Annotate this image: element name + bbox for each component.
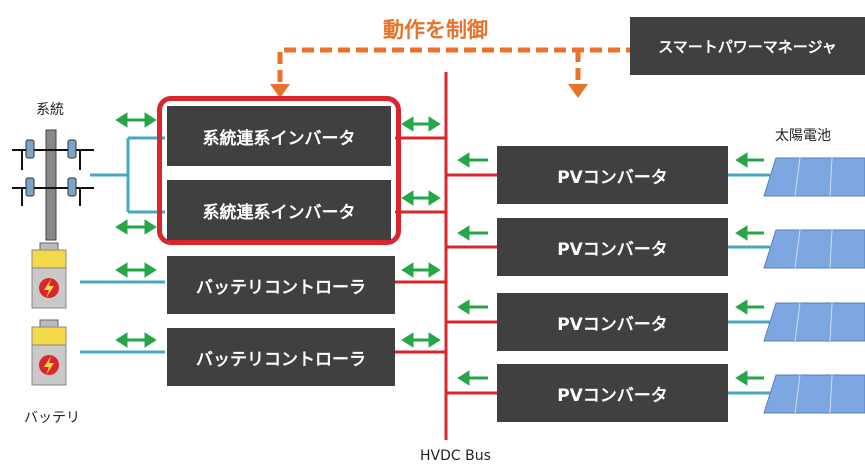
battery-controller: バッテリコントローラ xyxy=(167,328,395,386)
left-arrow xyxy=(735,152,764,168)
battery-icon xyxy=(31,242,67,309)
pv-converter: PVコンバータ xyxy=(497,146,728,204)
solar-panel-icon xyxy=(763,157,865,197)
bidirectional-arrow xyxy=(115,332,157,348)
left-arrow xyxy=(735,299,764,315)
battery-controller: バッテリコントローラ xyxy=(167,256,395,314)
grid-label: 系統 xyxy=(36,102,64,118)
solar-label: 太陽電池 xyxy=(775,128,831,144)
solar-panel-icon xyxy=(763,374,865,414)
left-arrow xyxy=(735,370,764,386)
flow-arrows xyxy=(115,112,764,386)
inverter-highlight-frame xyxy=(157,96,401,245)
source-wires xyxy=(80,136,770,395)
hvdc-bus-label: HVDC Bus xyxy=(420,448,491,464)
bidirectional-arrow xyxy=(401,116,441,132)
bidirectional-arrow xyxy=(115,262,157,278)
grid-tie-inverter: 系統連系インバータ xyxy=(167,180,391,240)
left-arrow xyxy=(457,152,488,168)
bidirectional-arrow xyxy=(115,219,157,235)
grid-tie-inverter: 系統連系インバータ xyxy=(167,106,391,166)
battery-icon xyxy=(31,319,67,386)
left-arrow xyxy=(735,225,764,241)
battery-label: バッテリ xyxy=(24,410,80,426)
bidirectional-arrow xyxy=(401,190,441,206)
control-arrow-right xyxy=(568,84,588,98)
smart-power-manager: スマートパワーマネージャ xyxy=(630,17,865,75)
bidirectional-arrow xyxy=(401,262,441,278)
bidirectional-arrow xyxy=(401,332,441,348)
power-pylon-icon xyxy=(12,129,94,241)
left-arrow xyxy=(457,225,488,241)
pv-converter: PVコンバータ xyxy=(497,218,728,276)
control-arrow-left xyxy=(270,84,290,98)
control-path xyxy=(277,47,630,82)
pv-converter: PVコンバータ xyxy=(497,364,728,422)
left-arrow xyxy=(457,299,488,315)
solar-panel-icon xyxy=(763,229,865,269)
left-arrow xyxy=(457,370,488,386)
control-label: 動作を制御 xyxy=(383,18,488,42)
hvdc-bus xyxy=(395,72,497,440)
pv-converter: PVコンバータ xyxy=(497,293,728,351)
bidirectional-arrow xyxy=(115,112,157,128)
solar-panel-icon xyxy=(763,302,865,342)
